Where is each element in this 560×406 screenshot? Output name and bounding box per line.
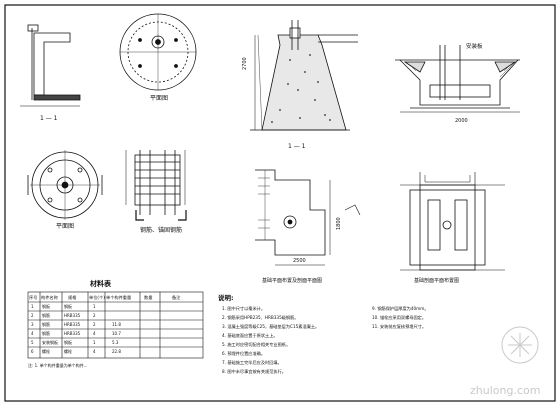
table-header: 规格: [68, 294, 77, 301]
material-table: [27, 291, 204, 359]
table-cell: 4: [93, 331, 96, 336]
table-cell: 11.8: [112, 322, 121, 327]
note-line: 7. 基础施工完毕后应及时回填。: [222, 359, 282, 366]
foundation-plan-right: [400, 172, 505, 271]
table-cell: HRB335: [64, 331, 81, 336]
foundation-plan-mid: [255, 169, 361, 266]
note-line: 9. 钢筋保护层厚度为40mm。: [372, 305, 429, 312]
dim-d4: 2500: [293, 258, 306, 264]
circular-plan-bottom: [27, 150, 103, 220]
note-line: 10. 锚栓应采用双螺母固定。: [372, 314, 426, 321]
sheet-border: [4, 4, 556, 402]
note-line: 2. 钢筋采用HPB235、HRB335级钢筋。: [222, 314, 298, 321]
table-header: 备注: [172, 294, 181, 301]
note-line: 1. 图中尺寸以毫米计。: [222, 305, 265, 312]
note-line: 11. 安装前应复核预埋尺寸。: [372, 323, 426, 330]
table-cell: 2: [31, 313, 34, 318]
watermark-text: zhulong.com: [470, 384, 540, 397]
note-line: 8. 图中未尽事宜按有关规范执行。: [222, 368, 286, 375]
table-cell: 2: [93, 313, 96, 318]
note-line: 3. 混凝土强度等级C25，基础垫层为C15素混凝土。: [222, 323, 319, 330]
rebar-cage-detail: [125, 150, 187, 221]
dim-d1: 2700: [242, 57, 248, 70]
table-cell: 1: [31, 304, 34, 309]
table-cell: 螺栓: [64, 348, 72, 354]
section-1-1-drawing: [20, 24, 81, 107]
rebar-detail-label: 钢筋、锚固钢筋: [140, 226, 182, 234]
table-cell: 5.3: [112, 340, 119, 345]
table-cell: HRB335: [64, 322, 81, 327]
notes-right: 9. 钢筋保护层厚度为40mm。 10. 锚栓应采用双螺母固定。 11. 安装前应复…: [372, 305, 429, 330]
table-cell: 1: [93, 304, 96, 309]
table-cell: 钢板: [64, 303, 72, 309]
table-cell: 4: [93, 349, 96, 354]
table-cell: 5: [31, 340, 34, 345]
table-cell: 2: [93, 322, 96, 327]
table-cell: 钢筋: [42, 312, 50, 318]
table-cell: 10.7: [112, 331, 121, 336]
concrete-elevation: [250, 20, 358, 131]
table-cell: 3: [31, 322, 34, 327]
table-header: 单个构件重量: [106, 294, 131, 301]
table-header: 单位(个): [89, 294, 105, 301]
table-headers: 序号 构件名称 规格 单位(个) 单个构件重量 数量 备注: [29, 294, 181, 301]
table-header: 数量: [144, 294, 152, 301]
table-cell: 螺栓: [42, 348, 50, 354]
watermark-logo: [501, 326, 539, 364]
foundation-section-right: [395, 45, 520, 113]
table-header: 序号: [29, 294, 37, 301]
table-cell: 安装钢板: [42, 339, 58, 345]
table-cell: HRB335: [64, 313, 81, 318]
table-title: 材料表: [89, 279, 112, 288]
table-cell: 6: [31, 349, 34, 354]
notes-title: 说明:: [218, 293, 234, 302]
table-cell: 钢板: [64, 339, 72, 345]
note-line: 5. 施工时应密切配合相关专业图纸。: [222, 341, 290, 348]
table-header: 构件名称: [41, 294, 58, 301]
plan-right-label: 基础剖面平面布置图: [414, 277, 459, 284]
plan-mid-label: 基础平面布置及剖面平面图: [262, 277, 322, 284]
section-1-1-label: 1 — 1: [40, 115, 58, 122]
plan-top-label: 平面图: [150, 95, 168, 102]
right-top-label: 安装板: [466, 42, 483, 50]
dim-d3: 1800: [336, 217, 342, 230]
notes-left: 1. 图中尺寸以毫米计。 2. 钢筋采用HPB235、HRB335级钢筋。 3. 混…: [222, 305, 319, 375]
table-cell: 4: [31, 331, 34, 336]
table-cell: 钢板: [42, 303, 50, 309]
note-line: 6. 预埋件位置应准确。: [222, 350, 265, 357]
plan-bottom-label: 平面图: [56, 223, 74, 230]
note-line: 4. 基础底面应置于原状土上。: [222, 332, 278, 339]
table-cell: 钢筋: [42, 321, 50, 327]
section-elev-label: 1 — 1: [288, 143, 306, 150]
table-cell: 22.8: [112, 349, 121, 354]
table-cell: 1: [93, 340, 96, 345]
circular-plan-top: [119, 13, 197, 91]
dim-d2: 2000: [455, 118, 468, 124]
table-footer: 注: 1. 单个构件重量为单个构件...: [28, 362, 88, 368]
table-cell: 钢筋: [42, 330, 50, 336]
